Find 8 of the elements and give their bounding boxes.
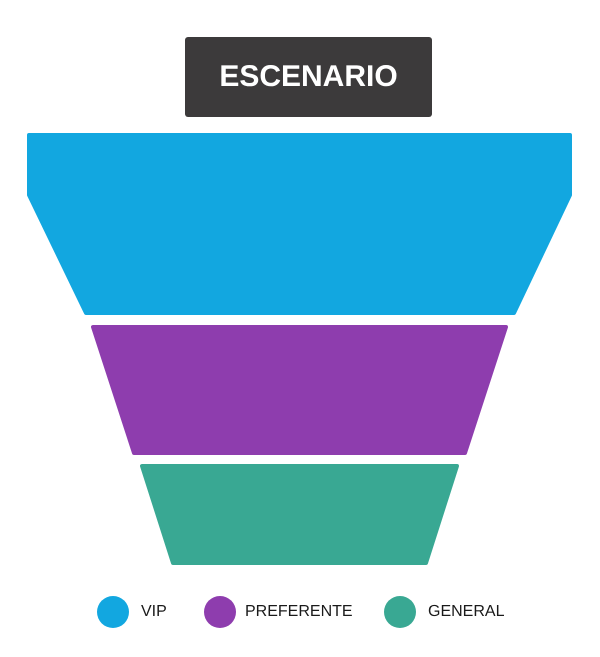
seating-section (140, 464, 459, 565)
legend-label: GENERAL (428, 603, 504, 621)
seating-section (27, 133, 572, 315)
legend-label: PREFERENTE (245, 603, 353, 621)
stage-box (185, 37, 432, 117)
legend-label: VIP (141, 603, 167, 621)
stage-label: ESCENARIO (219, 60, 398, 94)
seating-section (91, 325, 508, 455)
